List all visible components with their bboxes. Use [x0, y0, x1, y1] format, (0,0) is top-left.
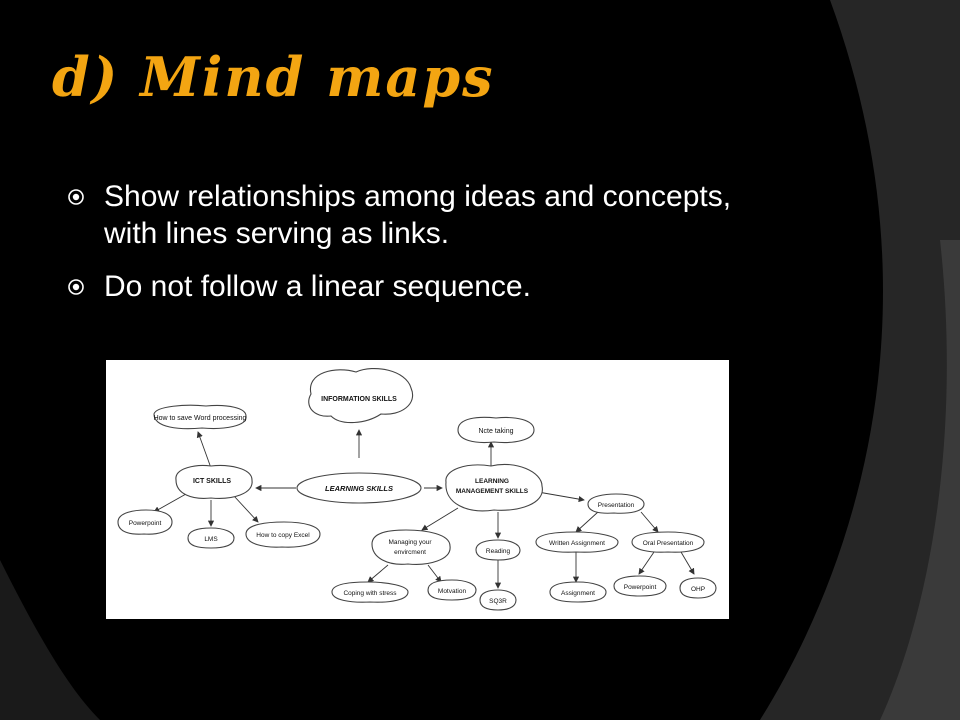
node-label: MANAGEMENT SKILLS — [456, 488, 529, 495]
bullet-item: Show relationships among ideas and conce… — [68, 178, 788, 252]
edge — [537, 491, 585, 503]
edge — [233, 495, 259, 523]
bullet-text: Do not follow a linear sequence. — [104, 270, 531, 303]
edge — [421, 507, 459, 531]
circled-dot-bullet-icon — [68, 279, 84, 295]
bullet-item: Do not follow a linear sequence. — [68, 268, 788, 305]
bullet-text: Show relationships among ideas and conce… — [104, 180, 732, 250]
node-information-skills: INFORMATION SKILLS — [308, 368, 414, 424]
node-learning-skills: LEARNING SKILLS — [296, 472, 422, 504]
node-label: Coping with stress — [343, 590, 397, 597]
node-label: Ncte taking — [478, 428, 513, 435]
node-powerpoint-right: Powerpoint — [613, 575, 667, 597]
node-oral-presentation: Oral Presentation — [631, 531, 705, 553]
bullet-list: Show relationships among ideas and conce… — [68, 178, 788, 321]
node-label: Powerpoint — [129, 520, 162, 527]
node-lms: LMS — [187, 527, 235, 549]
edge — [638, 551, 655, 575]
node-label: Managing your — [389, 539, 433, 546]
node-note-taking: Ncte taking — [457, 416, 535, 444]
node-label: LEARNING SKILLS — [325, 484, 393, 493]
node-assignment: Assignment — [549, 581, 607, 603]
circled-dot-bullet-icon — [68, 189, 84, 205]
node-reading: Reading — [475, 539, 521, 561]
node-learning-management-skills: LEARNING MANAGEMENT SKILLS — [445, 463, 543, 512]
node-label: Motvation — [438, 588, 467, 595]
node-ict-skills: ICT SKILLS — [175, 464, 253, 499]
node-how-to-copy-excel: How to copy Excel — [245, 521, 321, 548]
node-how-to-save-word: How to save Word processing — [153, 404, 247, 430]
node-presentation: Presentation — [587, 493, 645, 514]
node-label: LEARNING — [475, 478, 509, 485]
node-label: INFORMATION SKILLS — [321, 396, 397, 403]
edge — [196, 431, 212, 469]
node-label: Presentation — [598, 502, 635, 509]
node-label: OHP — [691, 586, 705, 593]
node-managing-environment: Managing your envircment — [371, 529, 451, 565]
node-ohp: OHP — [679, 577, 717, 599]
edge — [153, 493, 187, 513]
node-label: How to save Word processing — [154, 415, 247, 422]
edge — [640, 511, 659, 533]
mind-map-image: INFORMATION SKILLS How to save Word proc… — [106, 360, 729, 619]
node-label: Powerpoint — [624, 584, 657, 591]
node-sq3r: SQ3R — [479, 589, 517, 611]
node-coping-with-stress: Coping with stress — [331, 581, 409, 603]
node-label: Assignment — [561, 590, 595, 597]
node-label: Reading — [486, 548, 511, 555]
node-label: ICT SKILLS — [193, 478, 231, 485]
node-powerpoint-left: Powerpoint — [117, 509, 173, 535]
edge — [575, 511, 599, 533]
node-label: SQ3R — [489, 598, 507, 605]
mind-map-nodes: INFORMATION SKILLS How to save Word proc… — [117, 368, 717, 611]
edge — [367, 564, 389, 583]
mind-map-edges — [153, 429, 695, 589]
node-label: envircment — [394, 549, 426, 556]
slide-title: d) Mind maps — [52, 45, 495, 109]
node-label: Written Assignment — [549, 540, 605, 547]
node-label: LMS — [204, 536, 218, 543]
edge — [680, 551, 695, 575]
edge — [427, 564, 442, 583]
node-label: How to copy Excel — [256, 532, 310, 539]
node-motivation: Motvation — [427, 579, 477, 601]
node-label: Oral Presentation — [643, 540, 694, 547]
mind-map-diagram: INFORMATION SKILLS How to save Word proc… — [117, 368, 717, 611]
node-written-assignment: Written Assignment — [535, 531, 619, 553]
